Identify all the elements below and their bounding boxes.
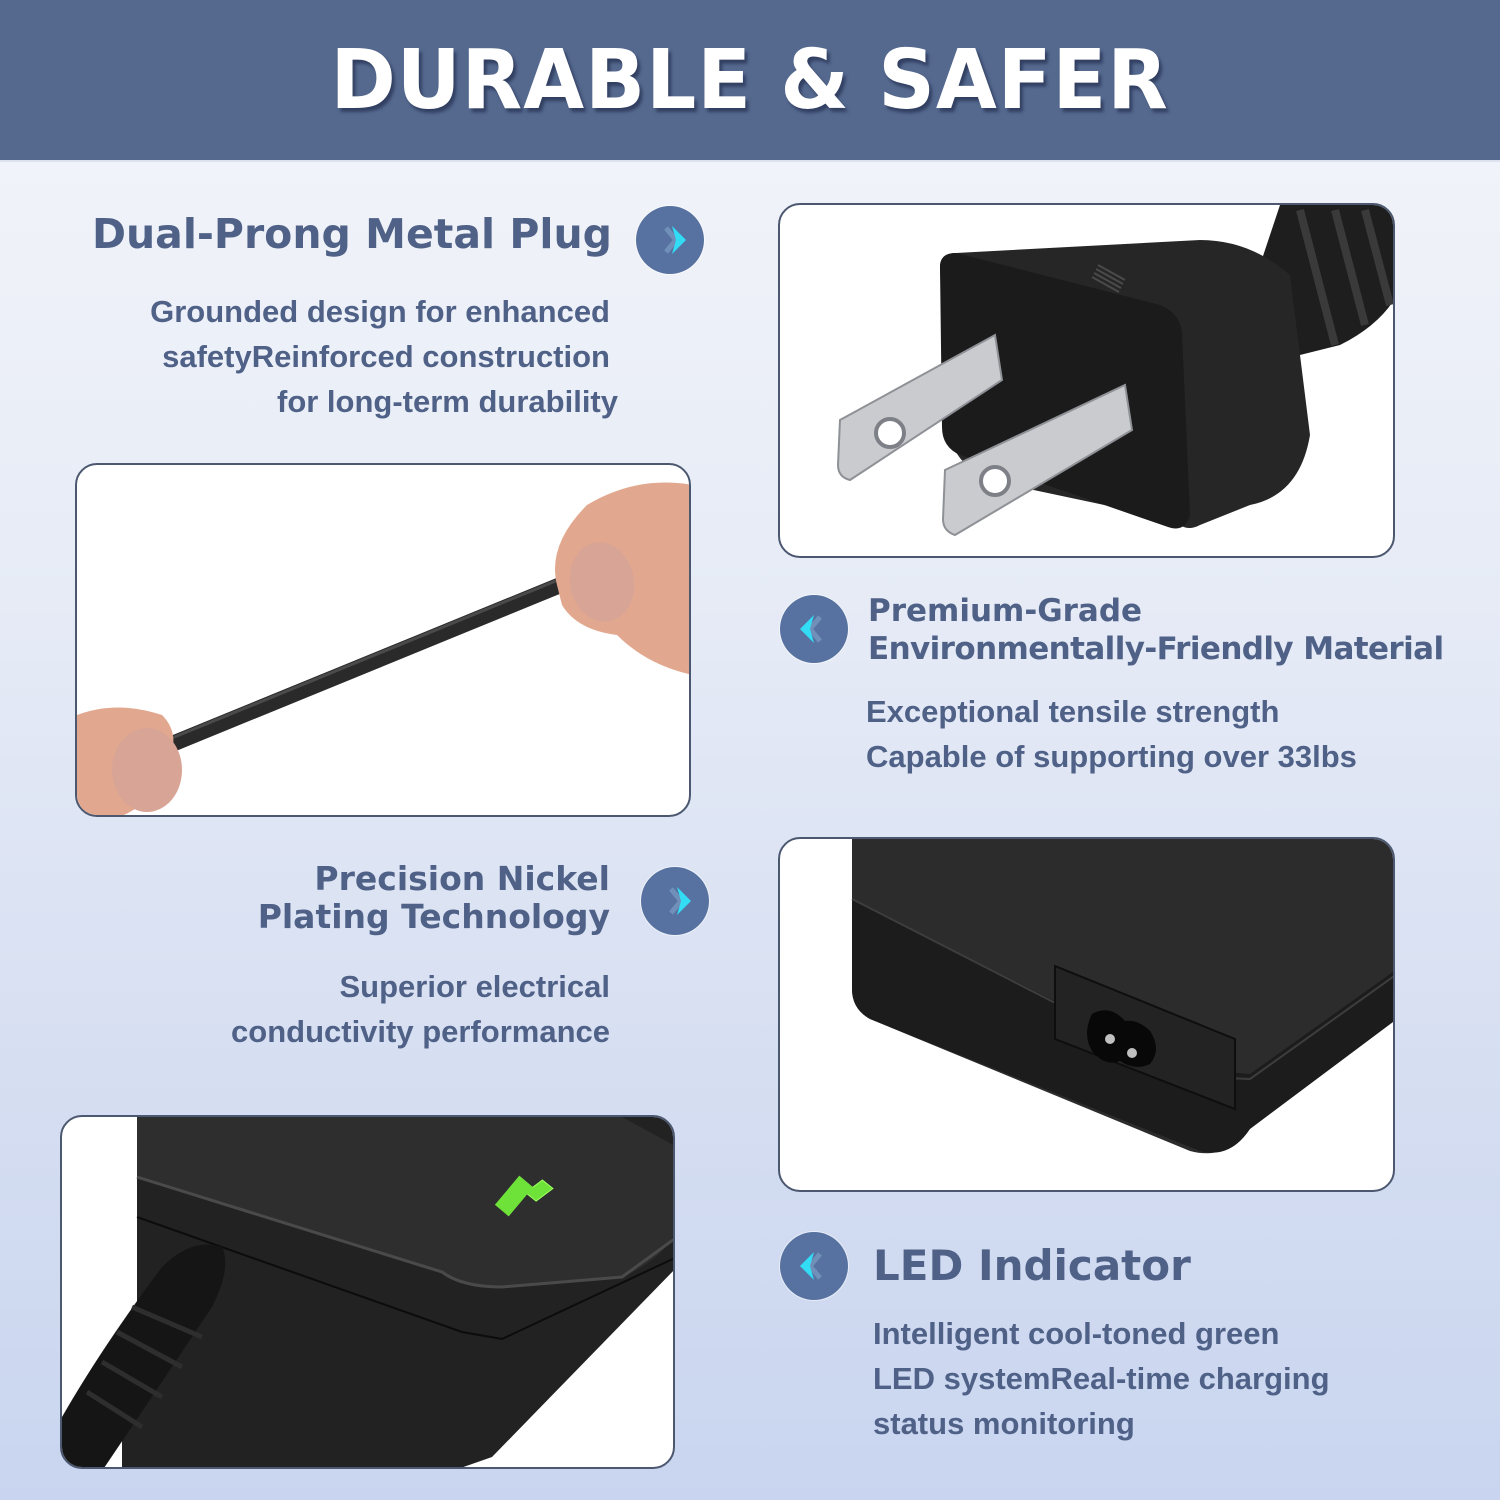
- adapter-led-photo: [60, 1115, 675, 1469]
- feature-led-indicator: LED Indicator: [873, 1245, 1473, 1295]
- feature-title: LED Indicator: [873, 1241, 1191, 1290]
- chevron-left-icon: [780, 595, 848, 663]
- chevron-right-icon: [641, 867, 709, 935]
- page-title: DURABLE & SAFER: [330, 32, 1170, 128]
- feature-title-line2: Environmentally-Friendly Material: [868, 631, 1444, 667]
- feature-nickel-plating: Precision Nickel Plating Technology: [100, 862, 610, 938]
- feature-description: Exceptional tensile strength Capable of …: [866, 694, 1357, 774]
- feature-description: Grounded design for enhanced safetyReinf…: [150, 294, 618, 419]
- feature-description: Intelligent cool-toned green LED systemR…: [873, 1316, 1330, 1441]
- feature-title: Dual-Prong Metal Plug: [91, 210, 612, 258]
- feature-dual-prong-plug: Dual-Prong Metal Plug: [60, 214, 612, 264]
- feature-title-line2: Plating Technology: [257, 897, 610, 936]
- feature-title-line1: Precision Nickel: [314, 859, 610, 898]
- cable-tension-photo: [75, 463, 691, 817]
- feature-premium-material: Premium-Grade Environmentally-Friendly M…: [868, 596, 1488, 672]
- header-banner: DURABLE & SAFER: [0, 0, 1500, 162]
- adapter-ac-inlet-photo: [778, 837, 1395, 1192]
- feature-title-line1: Premium-Grade: [868, 593, 1143, 629]
- chevron-right-icon: [636, 206, 704, 274]
- two-prong-plug-photo: [778, 203, 1395, 558]
- feature-description: Superior electrical conductivity perform…: [231, 969, 610, 1049]
- chevron-left-icon: [780, 1232, 848, 1300]
